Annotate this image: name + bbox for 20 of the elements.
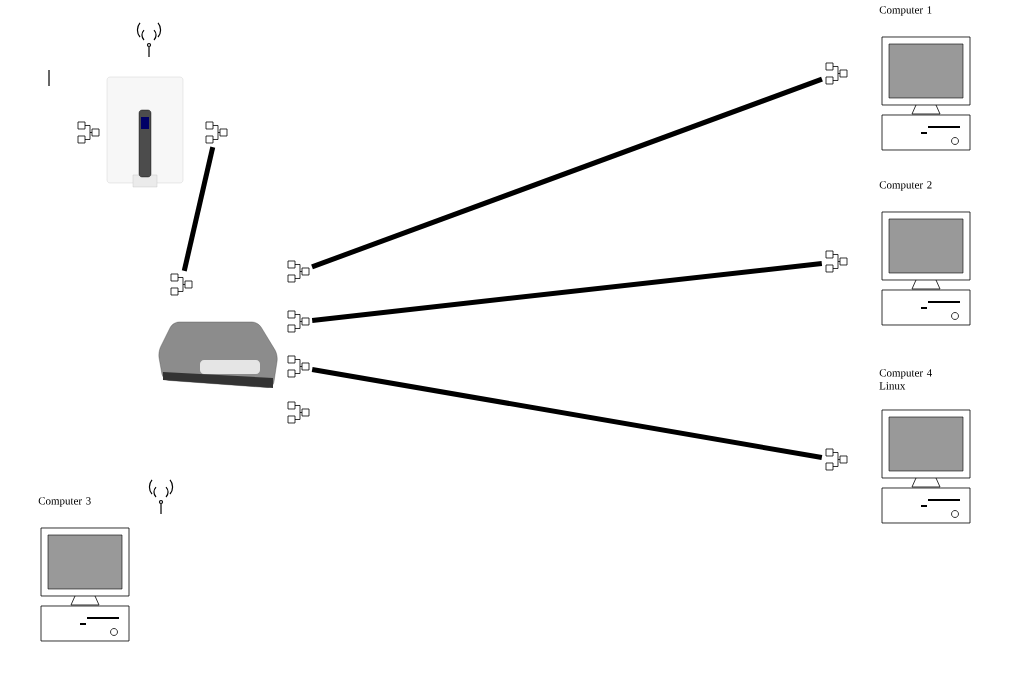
network-port-icon [205,121,228,144]
network-port-icon [825,62,848,85]
network-port-icon [287,310,310,333]
computer-label: Computer 2 [879,181,932,191]
network-port-icon [287,355,310,378]
computer-label: Computer 1 [879,6,932,16]
cable-line [181,146,216,272]
network-port-icon [77,121,100,144]
computer-label: Computer 4 Linux [879,369,932,390]
network-port-icon [287,260,310,283]
switch-drawing [158,321,278,388]
cable-line [311,366,823,460]
network-port-icon [825,250,848,273]
computer-label: Computer 3 [38,497,91,507]
network-port-icon [287,401,310,424]
cable-line [311,261,823,323]
network-port-icon [825,448,848,471]
gateway-drawing [106,76,184,188]
network-port-icon [170,273,193,296]
cable-line [311,76,823,270]
